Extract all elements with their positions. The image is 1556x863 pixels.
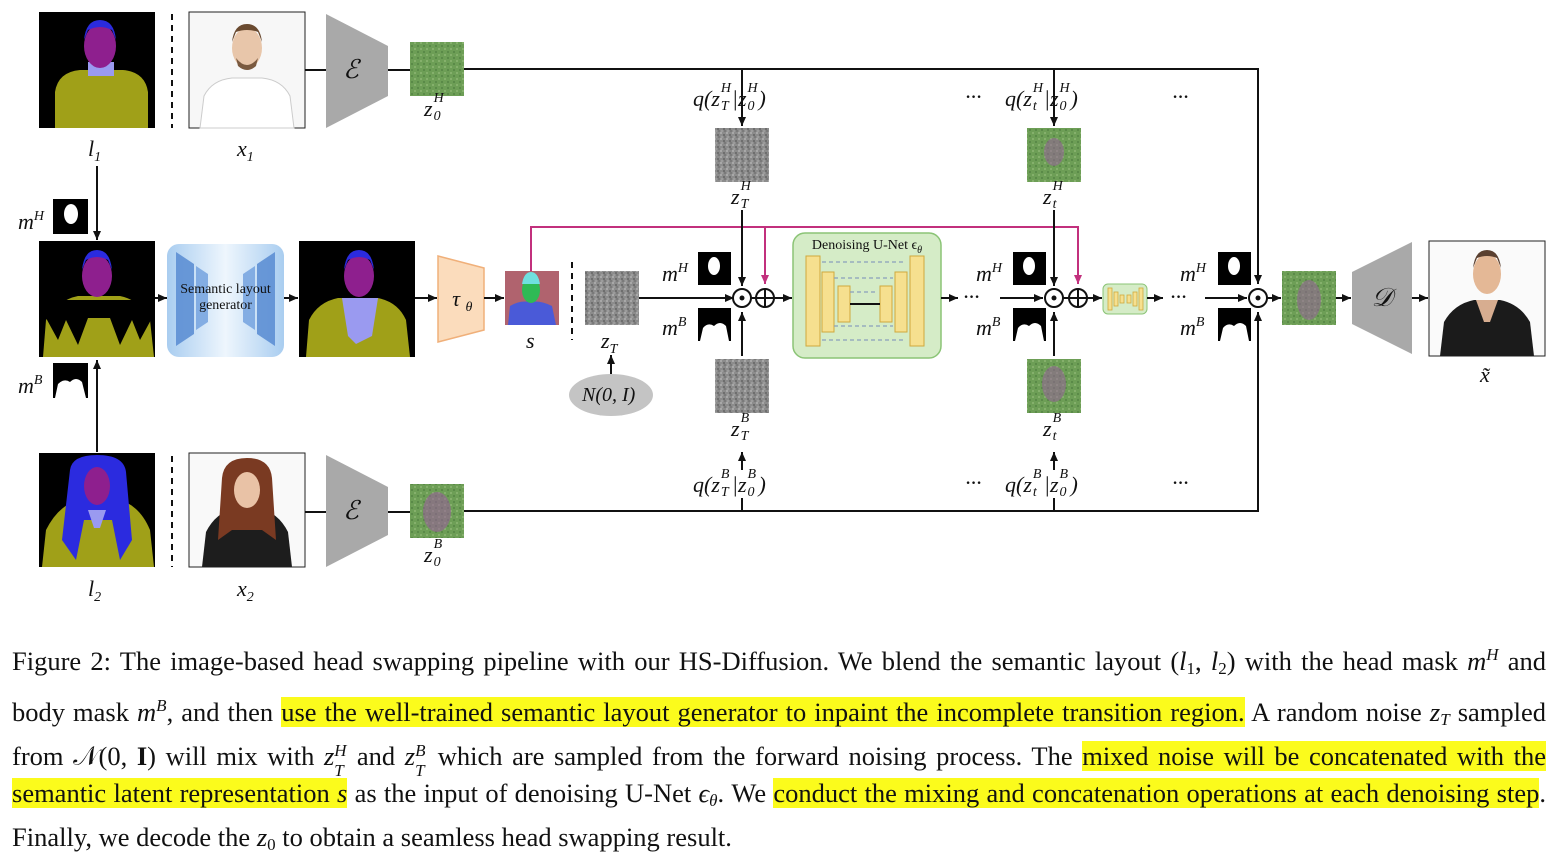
tau-sub-label: θ (466, 300, 473, 315)
highlight-1: use the well-trained semantic layout gen… (281, 697, 1245, 727)
gaussian-noise-node (569, 374, 653, 416)
figure-caption: Figure 2: The image-based head swapping … (12, 645, 1547, 854)
mini-unet (1102, 283, 1148, 315)
encoder-bottom-label: ℰ (343, 496, 361, 525)
label-mH-1: mH (662, 261, 689, 286)
ellipsis-top-2: ··· (1172, 84, 1189, 109)
label-xtilde: x̃ (1480, 362, 1490, 387)
semantic-latent-s-image (505, 271, 559, 325)
label-mB-3: mB (1180, 315, 1205, 340)
noisy-zTH-image (715, 128, 769, 182)
encoder-top: ℰ (326, 14, 388, 128)
ellipsis-top-1: ··· (965, 84, 982, 109)
ellipsis-mid-1: ··· (963, 284, 980, 309)
label-mB-2: mB (976, 315, 1001, 340)
encoder-bottom: ℰ (326, 455, 388, 567)
noisy-zTB-image (715, 359, 769, 413)
label-x2: x2 (237, 576, 254, 605)
ellipsis-bottom-1: ··· (965, 470, 982, 495)
label-l2: l2 (88, 576, 102, 605)
blended-layout-image (39, 241, 155, 357)
inpainted-layout-image (299, 241, 415, 357)
highlight-3: conduct the mixing and concatenation ope… (773, 778, 1540, 808)
encoder-top-label: ℰ (343, 55, 361, 84)
latent-z0H-image (410, 42, 464, 96)
tau-encoder: τ θ (437, 255, 485, 343)
photo-x2-image (188, 452, 306, 568)
label-mB-left: mB (18, 373, 43, 398)
semantic-generator-label: Semantic layout generator (180, 282, 271, 313)
tau-label: τ (452, 286, 461, 311)
label-l1: l1 (88, 136, 102, 165)
ellipsis-bottom-2: ··· (1172, 470, 1189, 495)
label-gaussian: N(0, I) (582, 384, 636, 406)
label-mH-left: mH (18, 209, 45, 234)
semantic-layout-generator (167, 244, 284, 357)
noise-zT-image (585, 271, 639, 325)
pipeline-diagram: ℰ ℰ (39, 11, 1546, 568)
layout-l1-image (39, 12, 155, 128)
label-mH-3: mH (1180, 261, 1207, 286)
label-zT: zT (601, 328, 618, 357)
decoder: 𝒟 (1352, 242, 1412, 354)
label-s: s (526, 328, 535, 353)
label-mH-2: mH (976, 261, 1003, 286)
result-image (1428, 240, 1546, 357)
label-mB-1: mB (662, 315, 687, 340)
layout-l2-image (39, 453, 155, 567)
denoising-unet (792, 232, 942, 359)
label-x1: x1 (237, 136, 254, 165)
unet-title: Denoising U-Net ϵθ (811, 238, 923, 256)
photo-x1-image (188, 11, 306, 129)
ellipsis-mid-2: ··· (1170, 284, 1187, 309)
